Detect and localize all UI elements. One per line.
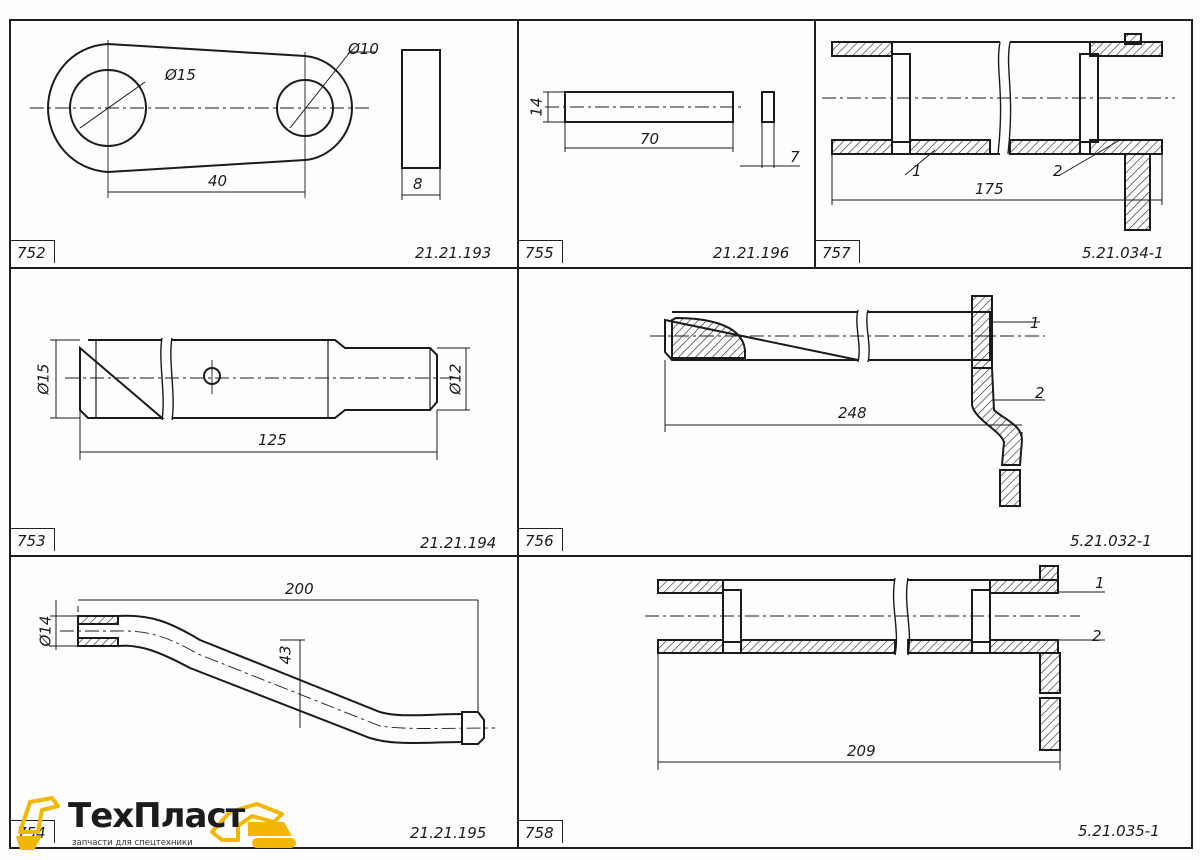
techplast-logo: ТехПласт запчасти для спецтехники bbox=[12, 792, 312, 858]
logo-subtitle: запчасти для спецтехники bbox=[72, 838, 193, 848]
part-755-drawing bbox=[543, 91, 800, 168]
part-code-757: 5.21.034-1 bbox=[1082, 244, 1164, 262]
dim-754-height: 43 bbox=[276, 645, 295, 665]
part-757-drawing bbox=[822, 33, 1175, 231]
part-code-755: 21.21.196 bbox=[713, 244, 790, 262]
part-758-drawing bbox=[645, 565, 1105, 770]
callout-758-1: 1 bbox=[1095, 574, 1105, 592]
part-752-drawing bbox=[30, 40, 441, 200]
part-code-753: 21.21.194 bbox=[420, 534, 497, 552]
callout-756-1: 1 bbox=[1030, 314, 1040, 332]
part-code-754: 21.21.195 bbox=[410, 824, 487, 842]
cell-number-753: 753 bbox=[11, 528, 55, 551]
callout-757-1: 1 bbox=[912, 162, 922, 180]
dim-752-d2: Ø10 bbox=[348, 40, 379, 58]
cell-number-755: 755 bbox=[519, 240, 563, 263]
dim-755-height: 14 bbox=[527, 97, 546, 117]
logo-title: ТехПласт bbox=[68, 796, 245, 836]
dim-754-diameter: Ø14 bbox=[36, 615, 55, 647]
dim-756-length: 248 bbox=[838, 404, 867, 422]
dim-752-d1: Ø15 bbox=[165, 66, 196, 84]
callout-757-2: 2 bbox=[1053, 162, 1063, 180]
dim-753-d2: Ø12 bbox=[446, 363, 465, 395]
dim-754-length: 200 bbox=[285, 580, 314, 598]
cell-number-758: 758 bbox=[519, 820, 563, 843]
cell-number-757: 757 bbox=[816, 240, 860, 263]
callout-758-2: 2 bbox=[1092, 627, 1102, 645]
cell-number-756: 756 bbox=[519, 528, 563, 551]
dim-757-length: 175 bbox=[975, 180, 1004, 198]
part-code-758: 5.21.035-1 bbox=[1078, 822, 1160, 840]
excavator-icon bbox=[16, 796, 296, 850]
part-754-drawing bbox=[50, 599, 496, 745]
dim-758-length: 209 bbox=[847, 742, 876, 760]
part-756-drawing bbox=[650, 295, 1045, 507]
dim-755-length: 70 bbox=[640, 130, 660, 148]
dim-752-thickness: 8 bbox=[413, 175, 423, 193]
dim-752-length: 40 bbox=[208, 172, 228, 190]
part-code-756: 5.21.032-1 bbox=[1070, 532, 1152, 550]
dim-755-thickness: 7 bbox=[790, 148, 800, 166]
cell-number-752: 752 bbox=[11, 240, 55, 263]
sheet-grid bbox=[9, 19, 1193, 849]
callout-756-2: 2 bbox=[1035, 384, 1045, 402]
dim-753-d1: Ø15 bbox=[34, 363, 53, 395]
part-code-752: 21.21.193 bbox=[415, 244, 492, 262]
part-753-drawing bbox=[50, 337, 470, 460]
dim-753-length: 125 bbox=[258, 431, 287, 449]
